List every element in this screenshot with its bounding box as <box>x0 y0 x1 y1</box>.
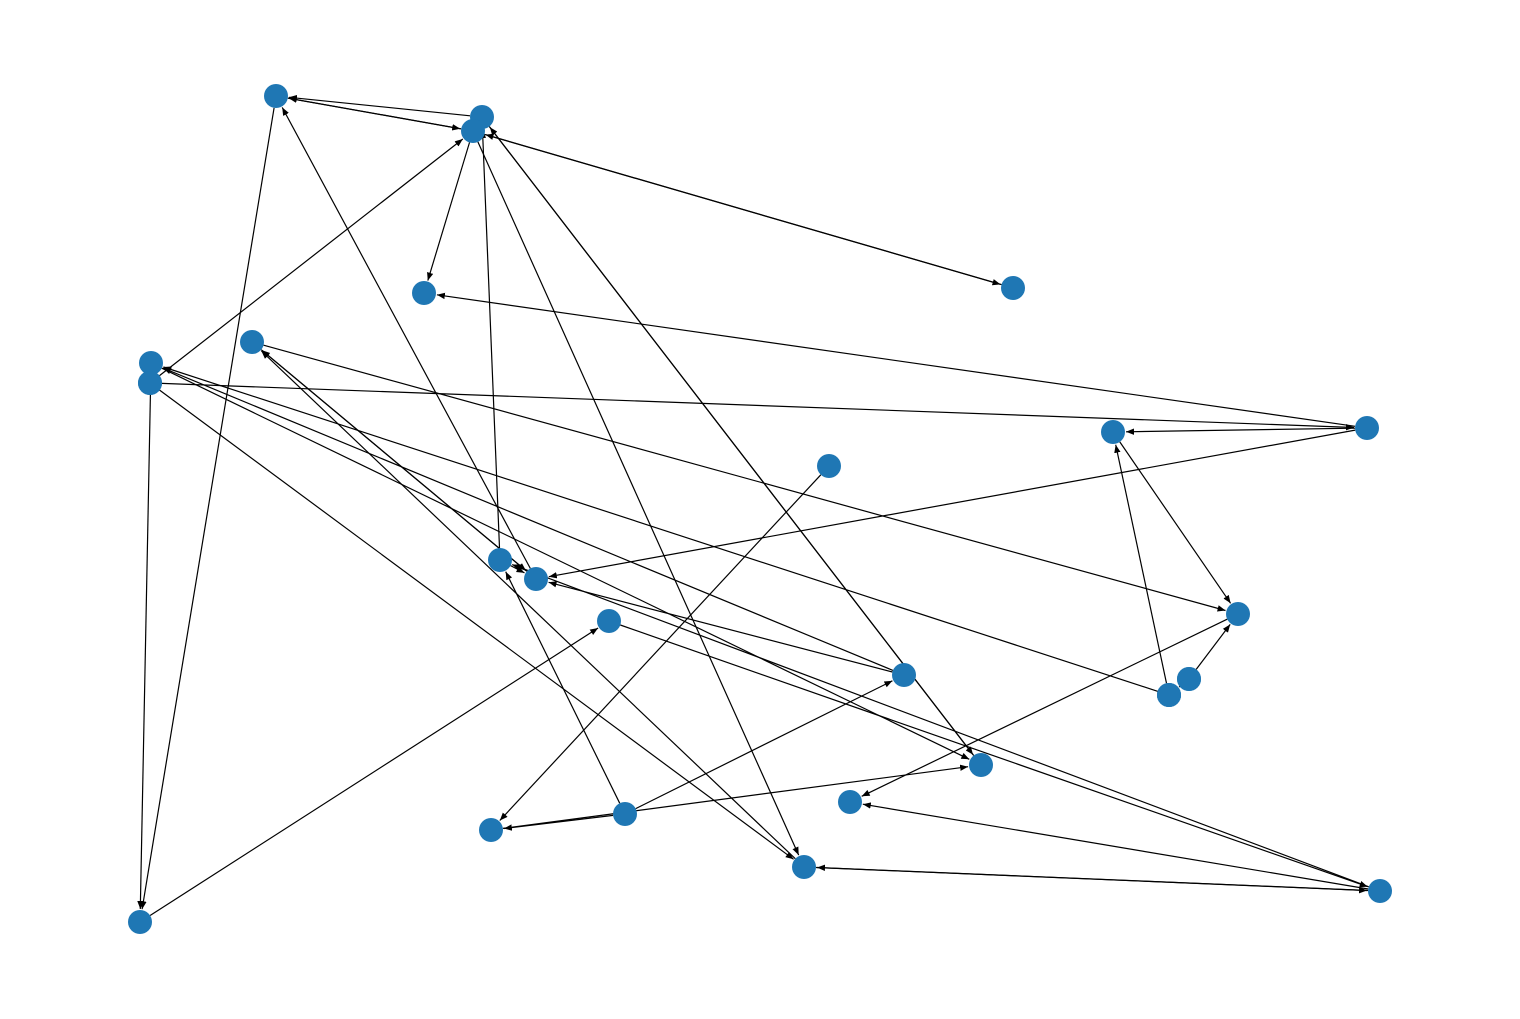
edge-n22-n10 <box>511 564 1370 888</box>
node-n28 <box>1157 683 1181 707</box>
node-n13 <box>1226 602 1250 626</box>
edge-n6-n17 <box>161 367 970 760</box>
edge-n6-n23 <box>137 374 152 910</box>
edge-n1-n17 <box>488 126 974 756</box>
edge-n12-n22 <box>620 624 1368 888</box>
node-n10 <box>488 548 512 572</box>
edge-n20-n17 <box>502 764 969 829</box>
node-n26 <box>1177 667 1201 691</box>
edge-n24-n11 <box>548 429 1356 579</box>
edge-n0-n23 <box>140 107 275 910</box>
nodes-layer <box>128 84 1392 934</box>
edge-n28-n6 <box>163 366 1158 692</box>
edge-n14-n11 <box>548 581 893 673</box>
edge-n19-n14 <box>635 680 893 810</box>
edge-n24-n8 <box>1125 427 1356 435</box>
edge-n1-n0 <box>288 94 471 117</box>
edge-n24-n4 <box>436 292 1356 427</box>
edge-n21-n5 <box>260 350 796 860</box>
edge-n10-n1 <box>479 129 501 549</box>
edge-n23-n12 <box>149 627 599 917</box>
node-n14 <box>892 663 916 687</box>
node-n19 <box>613 802 637 826</box>
node-n0 <box>264 84 288 108</box>
node-n6 <box>139 351 163 375</box>
edge-n5-n11 <box>260 349 527 572</box>
node-n23 <box>128 910 152 934</box>
edge-n2-n21 <box>477 141 800 856</box>
edge-n13-n18 <box>861 618 1228 797</box>
node-n27 <box>138 371 162 395</box>
edge-n22-n18 <box>862 802 1369 890</box>
edge-n0-n2 <box>287 97 461 131</box>
edge-n22-n21 <box>816 864 1369 892</box>
node-n9 <box>817 454 841 478</box>
node-n12 <box>597 609 621 633</box>
edge-n11-n0 <box>281 107 531 569</box>
edge-n16-n8 <box>1114 444 1168 684</box>
edge-n8-n13 <box>1119 441 1232 604</box>
edge-n19-n10 <box>505 571 621 804</box>
edge-n7-n21 <box>159 389 794 860</box>
edge-n2-n4 <box>427 142 471 281</box>
node-n21 <box>792 855 816 879</box>
node-n3 <box>1001 276 1025 300</box>
node-n8 <box>1101 420 1125 444</box>
node-n18 <box>838 790 862 814</box>
node-n4 <box>412 281 436 305</box>
edge-n27-n2 <box>159 138 464 377</box>
edge-n27-n24 <box>161 382 1355 431</box>
node-n22 <box>1368 879 1392 903</box>
node-n24 <box>1355 416 1379 440</box>
edge-n5-n13 <box>263 344 1226 612</box>
edge-n9-n20 <box>499 474 822 821</box>
edge-n3-n2 <box>485 133 1002 286</box>
edge-n14-n6 <box>162 367 894 671</box>
node-n17 <box>969 753 993 777</box>
node-n11 <box>524 567 548 591</box>
node-n5 <box>240 330 264 354</box>
node-n2 <box>461 119 485 143</box>
edge-n26-n13 <box>1195 624 1231 670</box>
edges-layer <box>137 94 1370 917</box>
node-n20 <box>479 818 503 842</box>
